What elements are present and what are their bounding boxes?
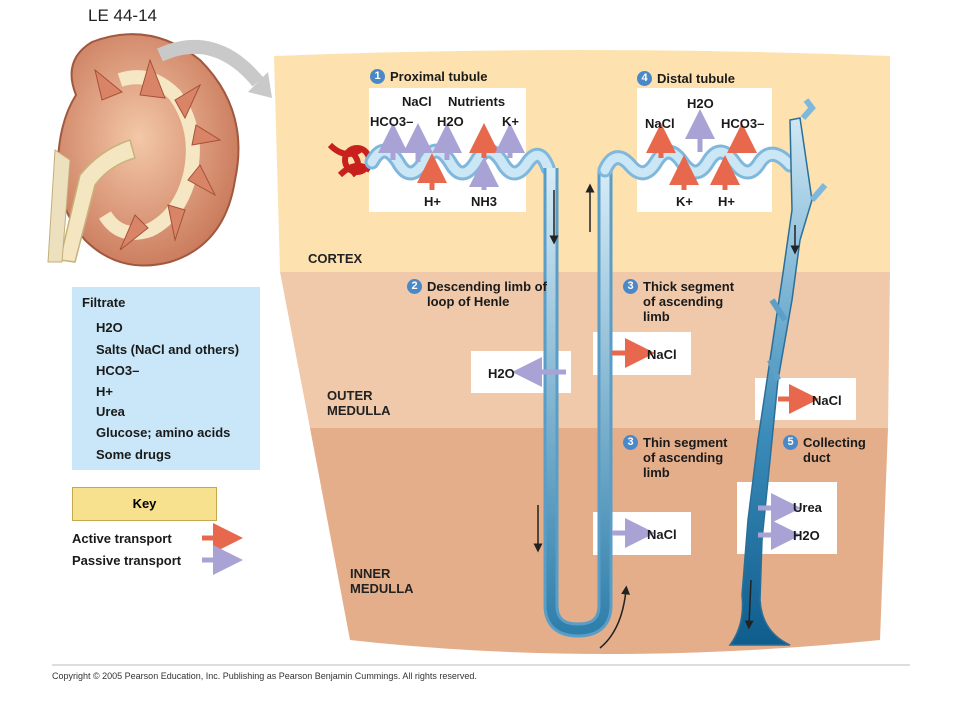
segment-number-badge: 1 <box>370 69 385 84</box>
segment-proximal: 1 Proximal tubule <box>370 69 488 84</box>
segment-number-badge: 3 <box>623 435 638 450</box>
segment-distal: 4 Distal tubule <box>637 71 736 86</box>
filtrate-item: Urea <box>96 404 125 419</box>
label-hco3: HCO3– <box>721 116 765 131</box>
segment-label: Thick segment of ascending limb <box>643 279 735 324</box>
label-nh3: NH3 <box>471 194 498 209</box>
label-urea: Urea <box>793 500 822 515</box>
segment-number-badge: 3 <box>623 279 638 294</box>
slide-title: LE 44-14 <box>88 6 157 25</box>
segment-label: Distal tubule <box>657 71 736 86</box>
label-k: K+ <box>676 194 693 209</box>
filtrate-item: Glucose; amino acids <box>96 425 231 440</box>
filtrate-item: Salts (NaCl and others) <box>96 342 240 357</box>
label-nacl: NaCl <box>645 116 675 131</box>
label-hco3: HCO3– <box>370 114 414 129</box>
segment-thin-ascending: 3 Thin segment of ascending limb <box>623 435 743 480</box>
label-nutrients: Nutrients <box>448 94 506 109</box>
segment-label: Proximal tubule <box>390 69 488 84</box>
label-nacl: NaCl <box>812 393 842 408</box>
segment-descending: 2 Descending limb of loop of Henle <box>407 279 549 309</box>
label-k: K+ <box>502 114 519 129</box>
label-h: H+ <box>424 194 441 209</box>
cortex-label: CORTEX <box>308 251 363 266</box>
key-box: Key <box>72 487 217 521</box>
key-passive-transport: Passive transport <box>72 553 182 568</box>
label-h2o: H2O <box>488 366 515 381</box>
segment-label: Descending limb of loop of Henle <box>427 279 547 309</box>
label-nacl: NaCl <box>647 347 677 362</box>
outer-medulla-label: OUTER MEDULLA <box>327 388 391 418</box>
segment-collecting: 5 Collecting duct <box>783 435 878 465</box>
segment-thick-ascending: 3 Thick segment of ascending limb <box>623 279 743 324</box>
filtrate-title: Filtrate <box>82 295 126 310</box>
label-h2o: H2O <box>793 528 820 543</box>
segment-number-badge: 2 <box>407 279 422 294</box>
segment-number-badge: 5 <box>783 435 798 450</box>
label-h2o: H2O <box>437 114 464 129</box>
label-nacl: NaCl <box>402 94 432 109</box>
key-active-transport: Active transport <box>72 531 172 546</box>
filtrate-panel: Filtrate H2O Salts (NaCl and others) HCO… <box>72 287 260 470</box>
label-h: H+ <box>718 194 735 209</box>
inner-medulla-label: INNER MEDULLA <box>350 566 414 596</box>
segment-label: Collecting duct <box>803 435 866 465</box>
kidney-illustration <box>47 33 240 267</box>
filtrate-item: H2O <box>96 320 123 335</box>
copyright-notice: Copyright © 2005 Pearson Education, Inc.… <box>52 671 477 681</box>
outer-medulla-zone <box>280 272 890 428</box>
filtrate-item: HCO3– <box>96 363 140 378</box>
filtrate-item: Some drugs <box>96 447 172 462</box>
label-nacl: NaCl <box>647 527 677 542</box>
segment-number-badge: 4 <box>637 71 652 86</box>
filtrate-item: H+ <box>96 384 113 399</box>
label-h2o: H2O <box>687 96 714 111</box>
glomerulus <box>327 142 372 178</box>
segment-label: Thin segment of ascending limb <box>643 435 728 480</box>
